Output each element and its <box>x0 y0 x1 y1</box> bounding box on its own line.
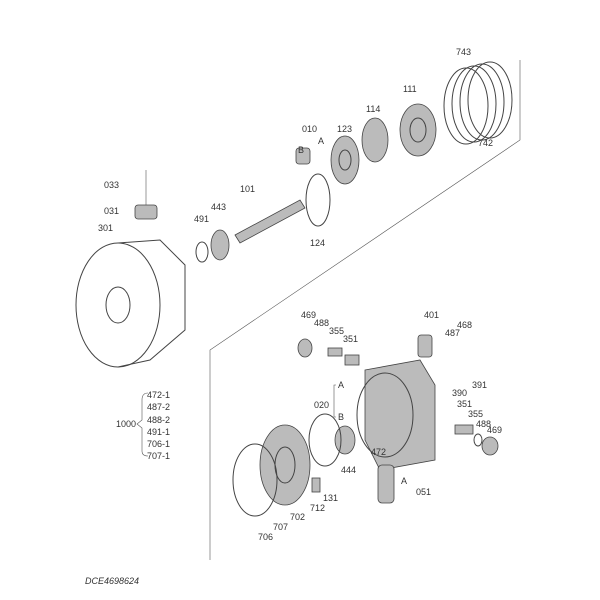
seal-706 <box>232 443 278 517</box>
ring-set-743 <box>443 61 513 145</box>
label-355: 355 <box>468 409 483 419</box>
label-702: 702 <box>290 512 305 522</box>
label-468: 468 <box>457 320 472 330</box>
label-390: 390 <box>452 388 467 398</box>
pin-010 <box>295 147 311 165</box>
label-707: 707 <box>273 522 288 532</box>
plug-401 <box>417 334 433 358</box>
label-488: 488 <box>314 318 329 328</box>
label-444: 444 <box>341 465 356 475</box>
label-469: 469 <box>301 310 316 320</box>
label-b: B <box>338 412 344 422</box>
bearing-444 <box>334 425 356 455</box>
label-491: 491 <box>194 214 209 224</box>
label-487: 487 <box>445 328 460 338</box>
plate-123 <box>330 135 360 185</box>
label-712: 712 <box>310 503 325 513</box>
gear-111 <box>399 103 437 157</box>
label-742: 742 <box>478 138 493 148</box>
valve-block-020 <box>356 359 436 471</box>
kit-id: 1000 <box>116 419 136 429</box>
parts-469-left <box>297 338 360 366</box>
brake-702 <box>259 424 311 506</box>
ring-491 <box>195 241 209 263</box>
frame-line <box>209 60 521 560</box>
bearing-443 <box>210 229 230 261</box>
kit-item: 707-1 <box>147 451 170 461</box>
kit-item: 472-1 <box>147 390 170 400</box>
kit-bracket <box>136 392 149 457</box>
label-a: A <box>338 380 344 390</box>
label-124: 124 <box>310 238 325 248</box>
label-114: 114 <box>366 104 380 114</box>
label-351: 351 <box>457 399 472 409</box>
label-a: A <box>318 136 324 146</box>
label-488: 488 <box>476 419 491 429</box>
parts-469-right <box>454 424 499 456</box>
label-010: 010 <box>302 124 317 134</box>
plate-131 <box>308 413 342 467</box>
label-351: 351 <box>343 334 358 344</box>
bracket-020 <box>333 384 336 418</box>
kit-item: 491-1 <box>147 427 170 437</box>
label-469: 469 <box>487 425 502 435</box>
drawing-code: DCE4698624 <box>85 576 139 586</box>
shaft-051 <box>377 464 395 504</box>
label-051: 051 <box>416 487 431 497</box>
kit-item: 487-2 <box>147 402 170 412</box>
plate-124 <box>305 173 331 227</box>
label-443: 443 <box>211 202 226 212</box>
plug-031 <box>134 170 158 220</box>
label-301: 301 <box>98 223 113 233</box>
kit-item: 706-1 <box>147 439 170 449</box>
label-355: 355 <box>329 326 344 336</box>
kit-item: 488-2 <box>147 415 170 425</box>
label-101: 101 <box>240 184 255 194</box>
shaft-101 <box>234 199 306 244</box>
label-472: 472 <box>371 447 386 457</box>
label-131: 131 <box>323 493 338 503</box>
label-743: 743 <box>456 47 471 57</box>
housing-301 <box>75 239 186 368</box>
label-706: 706 <box>258 532 273 542</box>
plate-114 <box>361 117 389 163</box>
label-a: A <box>401 476 407 486</box>
label-111: 111 <box>403 84 417 94</box>
label-391: 391 <box>472 380 487 390</box>
label-123: 123 <box>337 124 352 134</box>
label-b: B <box>298 145 304 155</box>
label-401: 401 <box>424 310 439 320</box>
label-020: 020 <box>314 400 329 410</box>
label-033: 033 <box>104 180 119 190</box>
label-031: 031 <box>104 206 119 216</box>
spring-712 <box>311 477 321 493</box>
